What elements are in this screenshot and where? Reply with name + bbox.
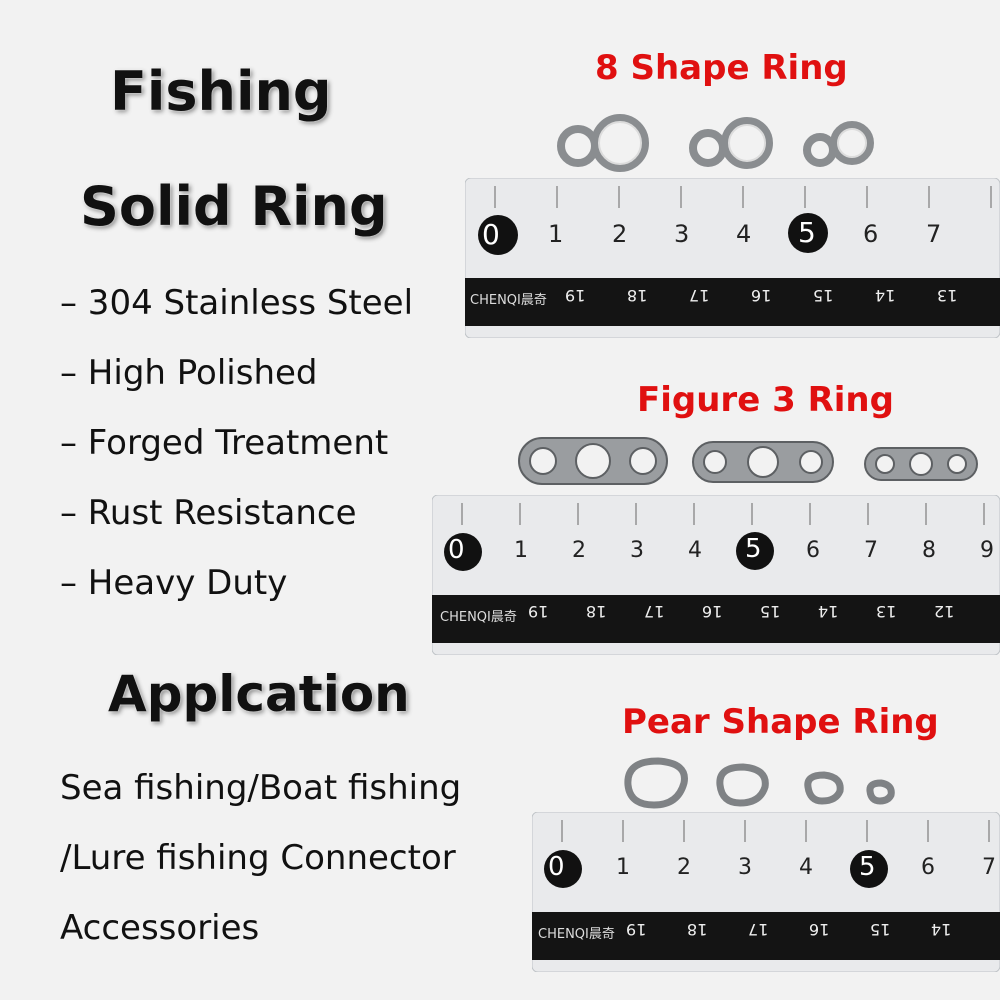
ruler-bottom-number: 14 <box>875 286 896 305</box>
product-label-8-shape: 8 Shape Ring <box>595 48 848 88</box>
application-line: /Lure fishing Connector <box>60 838 456 878</box>
pear-shape-ring-icons <box>624 757 895 809</box>
ruler-bottom-number: 19 <box>528 602 549 621</box>
ruler-bottom-number: 16 <box>809 920 830 939</box>
title-line-2: Solid Ring <box>80 175 388 238</box>
ruler-tick-label: 2 <box>612 220 628 248</box>
ruler-graphic <box>531 811 1000 973</box>
ruler-tick-label: 1 <box>616 855 630 880</box>
ruler-tick-label: 3 <box>674 220 690 248</box>
ruler-tick-label: 7 <box>982 855 996 880</box>
ruler-bottom-number: 14 <box>931 920 952 939</box>
ruler-tick-label: 2 <box>572 538 586 563</box>
ruler-bottom-number: 15 <box>760 602 781 621</box>
ruler-bottom-number: 13 <box>876 602 897 621</box>
ruler-tick-label: 0 <box>548 852 565 882</box>
feature-item: – 304 Stainless Steel <box>60 283 414 323</box>
ruler-five-marker <box>788 213 828 253</box>
measuring-ruler <box>464 177 1000 342</box>
ruler-bottom-number: 12 <box>934 602 955 621</box>
title-line-1: Fishing <box>110 60 332 123</box>
ruler-bottom-number: 18 <box>586 602 607 621</box>
ruler-brand: CHENQI晨奇 <box>470 293 547 308</box>
ruler-bottom-number: 16 <box>751 286 772 305</box>
ruler-zero-marker <box>478 215 518 255</box>
application-heading: Applcation <box>108 665 410 723</box>
ruler-bottom-number: 15 <box>870 920 891 939</box>
ruler-tick-label: 0 <box>448 535 465 565</box>
measuring-ruler <box>431 494 1000 659</box>
ruler-tick-label: 1 <box>548 220 564 248</box>
ruler-tick-label: 4 <box>688 538 702 563</box>
ruler-tick-label: 7 <box>864 538 878 563</box>
ruler-bottom-number: 16 <box>702 602 723 621</box>
ruler-bottom-number: 17 <box>748 920 769 939</box>
feature-item: – Heavy Duty <box>60 563 288 603</box>
ruler-tick-label: 6 <box>806 538 820 563</box>
ruler-bottom-number: 15 <box>813 286 834 305</box>
product-label-pear-shape: Pear Shape Ring <box>622 702 939 742</box>
8-shape-ring-icons <box>557 114 874 172</box>
ruler-graphic <box>431 494 1000 656</box>
ruler-brand: CHENQI晨奇 <box>440 610 517 625</box>
ruler-tick-label: 7 <box>926 220 942 248</box>
ruler-graphic <box>464 177 1000 339</box>
ruler-tick-label: 1 <box>514 538 528 563</box>
ruler-tick-label: 4 <box>736 220 752 248</box>
feature-item: – Forged Treatment <box>60 423 389 463</box>
ruler-tick-label: 5 <box>859 852 876 882</box>
ruler-brand: CHENQI晨奇 <box>538 927 615 942</box>
ruler-five-marker <box>850 850 888 888</box>
feature-item: – Rust Resistance <box>60 493 357 533</box>
ruler-bottom-number: 17 <box>644 602 665 621</box>
application-line: Accessories <box>60 908 260 948</box>
ruler-tick-label: 6 <box>863 220 879 248</box>
feature-item: – High Polished <box>60 353 318 393</box>
ruler-bottom-number: 14 <box>818 602 839 621</box>
ruler-tick-label: 0 <box>482 218 500 251</box>
ruler-tick-label: 5 <box>745 534 762 564</box>
ruler-five-marker <box>736 532 774 570</box>
ruler-bottom-number: 19 <box>626 920 647 939</box>
ruler-tick-label: 9 <box>980 538 994 563</box>
measuring-ruler <box>531 811 1000 976</box>
ruler-bottom-number: 13 <box>937 286 958 305</box>
ruler-tick-label: 3 <box>630 538 644 563</box>
ruler-tick-label: 6 <box>921 855 935 880</box>
ruler-tick-label: 5 <box>798 216 816 249</box>
ruler-bottom-number: 18 <box>627 286 648 305</box>
ruler-bottom-number: 18 <box>687 920 708 939</box>
ruler-tick-label: 8 <box>922 538 936 563</box>
product-label-figure-3: Figure 3 Ring <box>637 380 894 420</box>
ruler-zero-marker <box>444 533 482 571</box>
ruler-tick-label: 3 <box>738 855 752 880</box>
application-line: Sea fishing/Boat fishing <box>60 768 462 808</box>
ruler-tick-label: 2 <box>677 855 691 880</box>
ruler-bottom-number: 17 <box>689 286 710 305</box>
ruler-tick-label: 4 <box>799 855 813 880</box>
ruler-zero-marker <box>544 850 582 888</box>
figure-3-ring-icons <box>518 437 978 485</box>
ruler-bottom-number: 19 <box>565 286 586 305</box>
